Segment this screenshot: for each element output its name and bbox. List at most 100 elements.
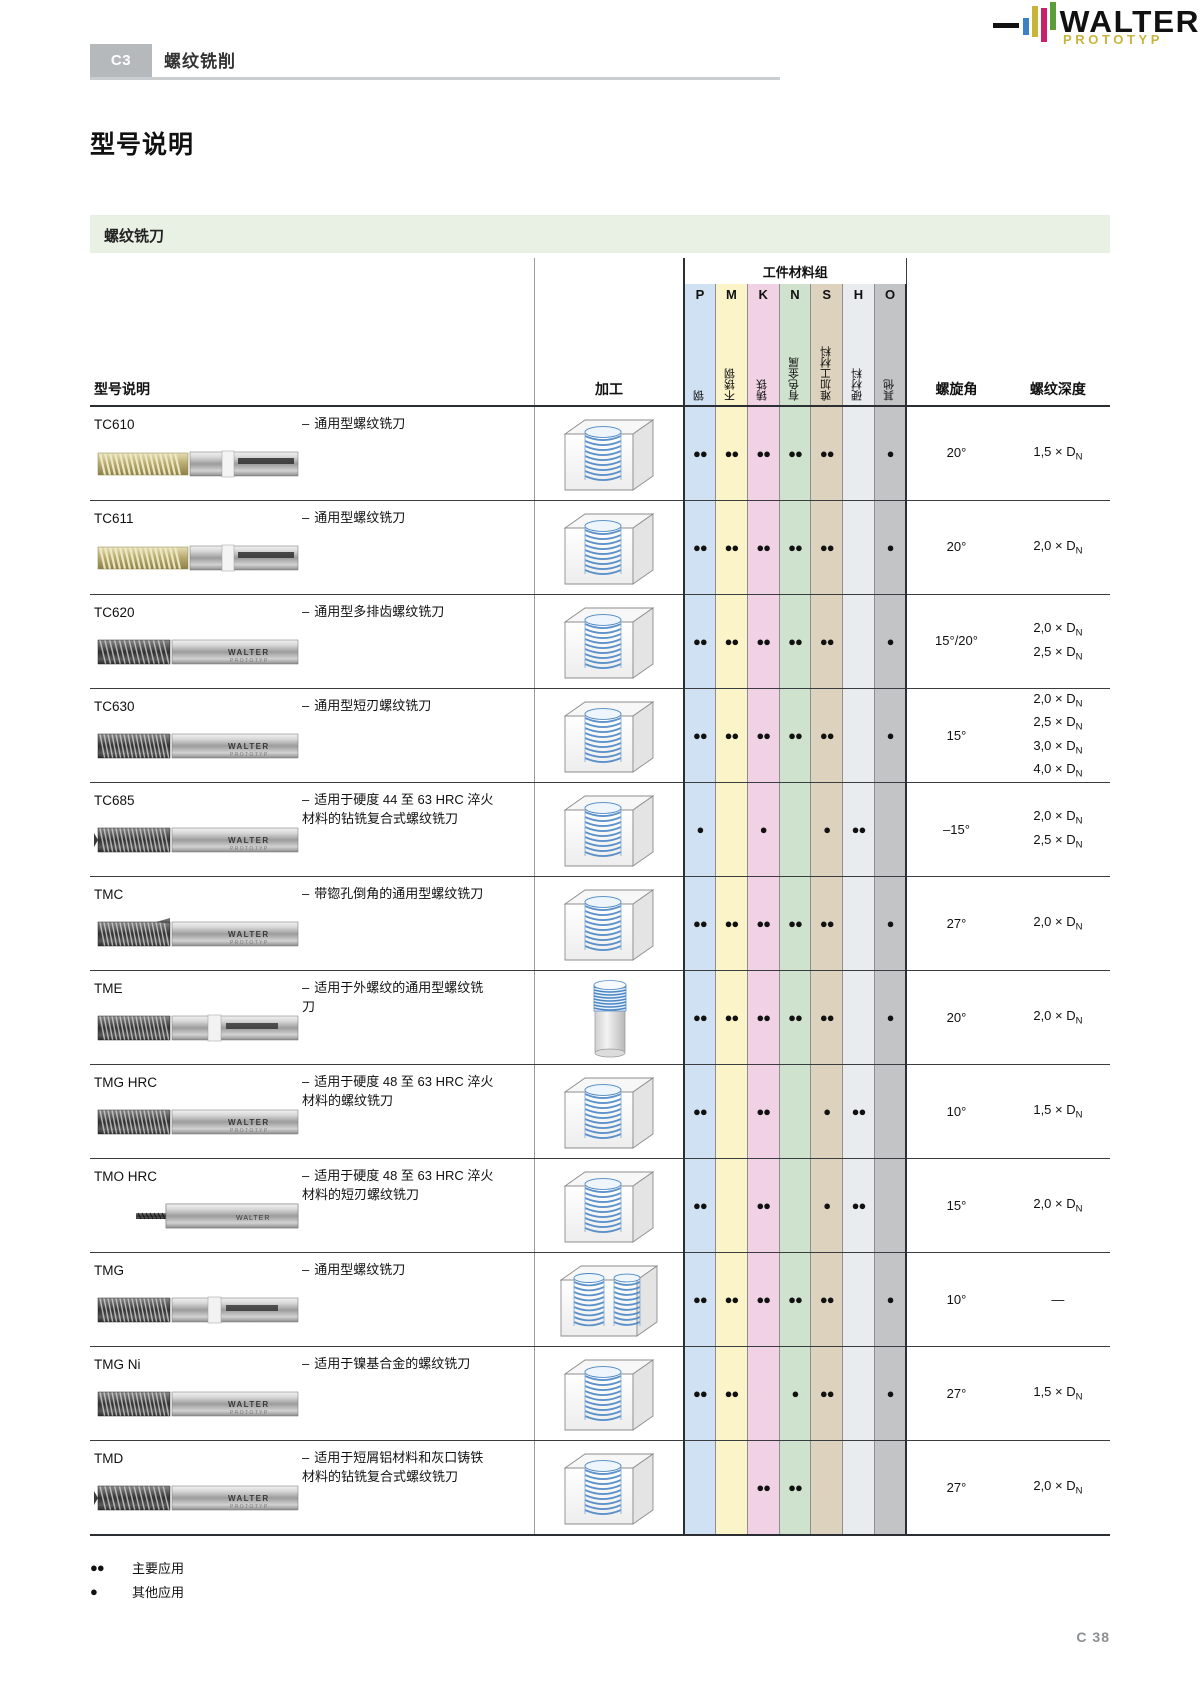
model-description: –适用于硬度 48 至 63 HRC 淬火材料的短刃螺纹铣刀 [302,1168,494,1203]
material-cell-S: ●● [810,500,843,595]
material-cell-M: ●● [715,500,748,595]
material-cell-K [746,1346,780,1442]
model-description: –适用于外螺纹的通用型螺纹铣刀 [302,980,484,1015]
table-row: TC611–通用型螺纹铣刀 ●●●●●●●●●●●20°2,0 × DN [90,500,1110,595]
application-dots: ●● [756,445,771,461]
application-dots: ● [886,1385,895,1401]
application-dots: ●● [851,1103,867,1119]
spacer-depth [1006,258,1110,284]
application-dots: ● [823,1197,831,1213]
material-cell-N: ●● [778,688,811,784]
internal-thread-block-icon [535,1070,682,1154]
material-cell-O: ● [873,876,908,972]
material-cell-S: ●● [810,688,843,784]
material-cell-K: ● [746,782,780,878]
model-name: TC630 [94,699,135,714]
helix-angle-cell: 20° [905,500,1006,595]
application-dots: ● [759,821,768,837]
spacer-helix [905,258,1006,284]
application-dots: ● [696,821,704,837]
material-cell-K: ●● [746,500,780,595]
machining-cell [534,406,684,501]
thread-depth-cell: 2,0 × DN [1005,876,1110,972]
header-machining: 加工 [534,306,684,407]
machining-cell [534,782,684,878]
row-description-cell: TC610–通用型螺纹铣刀 [90,406,535,501]
double-thread-block-icon [535,1258,682,1342]
application-dots: ●● [819,727,835,743]
material-label-H-cell: 硬材料 [842,306,875,407]
logo-bar-blue-icon [1023,18,1029,35]
internal-thread-block-icon [535,600,682,684]
specification-table: 工件材料组 P M K N S H O 型号说明 加工 [90,258,1110,1537]
application-dots: ●● [788,915,803,931]
material-label-H: 硬材料 [851,368,864,401]
application-dots: ●● [693,633,708,649]
thread-depth-cell: 2,0 × DN [1005,1440,1110,1537]
svg-text:WALTER: WALTER [228,742,270,751]
machining-cell [534,688,684,784]
material-label-N: 有色金属 [788,357,801,401]
model-name: TMG HRC [94,1075,157,1091]
material-cell-M: ●● [715,594,748,689]
material-cell-K: ●● [746,1252,780,1348]
page-title: 型号说明 [90,131,195,159]
material-letter-P: P [682,284,716,306]
table-row: TMG HRC–适用于硬度 48 至 63 HRC 淬火材料的螺纹铣刀 WALT… [90,1064,1110,1160]
material-cell-M: ●● [715,688,748,784]
svg-text:PROTOTYP: PROTOTYP [230,658,269,664]
model-description: –通用型螺纹铣刀 [302,1262,406,1278]
svg-text:PROTOTYP: PROTOTYP [230,1128,269,1134]
thread-mill-tmg-icon [94,1284,534,1336]
model-name: TMD [94,1451,124,1467]
material-cell-H [842,1252,875,1348]
row-description-cell: TME–适用于外螺纹的通用型螺纹铣刀 [90,970,535,1066]
helix-angle-cell: 10° [905,1252,1006,1348]
application-dots: ●● [819,1291,835,1307]
internal-thread-block-icon [535,882,682,966]
spacer-desc [90,258,535,284]
thread-depth-value: 2,0 × DN [1033,537,1083,557]
material-cell-N: ●● [778,500,811,595]
svg-text:PROTOTYP: PROTOTYP [230,1504,269,1510]
header-helix-angle: 螺旋角 [905,306,1006,407]
model-description: –适用于镍基合金的螺纹铣刀 [302,1356,471,1372]
machining-cell [534,1346,684,1442]
material-cell-K: ●● [746,1440,780,1537]
table-row: TMO HRC–适用于硬度 48 至 63 HRC 淬火材料的短刃螺纹铣刀 WA… [90,1158,1110,1254]
header-description: 型号说明 [90,306,535,407]
thread-depth-value: 2,0 × DN [1033,914,1083,933]
material-cell-S: ● [810,1158,843,1254]
application-dots: ●● [724,915,740,931]
row-description-cell: TMG HRC–适用于硬度 48 至 63 HRC 淬火材料的螺纹铣刀 WALT… [90,1064,535,1160]
application-dots: ●● [724,1291,740,1307]
material-cell-S: ●● [810,1252,843,1348]
material-cell-P: ●● [682,406,716,501]
thread-depth-value: 2,0 × DN [1033,1008,1083,1027]
model-description: –适用于短屑铝材料和灰口铸铁材料的钻铣复合式螺纹铣刀 [302,1450,484,1485]
material-cell-H [842,500,875,595]
application-dots: ●● [756,633,771,649]
material-cell-P: ●● [682,688,716,784]
material-cell-H [842,876,875,972]
application-dots: ●● [693,915,708,931]
svg-text:PROTOTYP: PROTOTYP [230,940,269,946]
application-dots: ●● [756,1197,771,1213]
application-dots: ●● [724,445,740,461]
machining-cell [534,500,684,595]
thread-depth-value: 2,0 × DN [1033,1196,1083,1215]
material-cell-N: ●● [778,970,811,1066]
application-dots: ●● [693,445,708,461]
thread-depth-cell: 2,0 × DN [1005,1158,1110,1254]
machining-cell [534,1158,684,1254]
application-dots: ● [886,539,895,555]
table-row: TC685–适用于硬度 44 至 63 HRC 淬火材料的钻铣复合式螺纹铣刀 W… [90,782,1110,878]
walter-prototyp-logo: WALTER PROTOTYP [985,0,1200,48]
material-cell-H [842,1346,875,1442]
